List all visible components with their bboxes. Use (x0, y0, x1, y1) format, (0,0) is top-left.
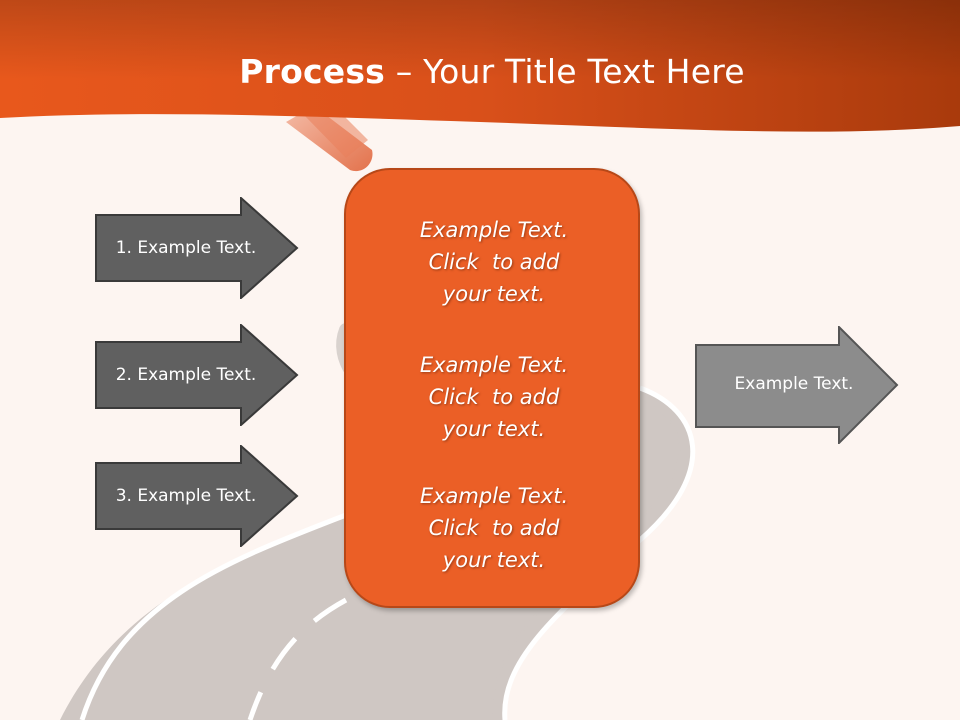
arrow-right-icon (695, 326, 899, 444)
input-arrow-label: 1. Example Text. (115, 238, 257, 258)
input-arrow-label: 2. Example Text. (115, 365, 257, 385)
header-banner (0, 0, 960, 132)
center-text-line: Example Text. (419, 353, 569, 377)
center-text-line: Example Text. (419, 484, 569, 508)
process-center-box: Example Text. Click to add your text. Ex… (344, 168, 640, 608)
center-text-line: Example Text. (419, 218, 569, 242)
slide-title: Process – Your Title Text Here (0, 52, 960, 91)
input-arrow-2: 2. Example Text. (95, 324, 299, 426)
center-text-line: Click to add (428, 516, 560, 540)
center-text-block-2: Example Text. Click to add your text. (346, 349, 642, 445)
center-text-block-3: Example Text. Click to add your text. (346, 480, 642, 576)
center-text-line: your text. (442, 548, 546, 572)
center-text-line: your text. (442, 417, 546, 441)
arrow-right-icon (95, 324, 299, 426)
arrow-right-icon (95, 197, 299, 299)
slide-title-bold: Process (239, 52, 386, 91)
center-text-line: Click to add (428, 385, 560, 409)
center-text-line: Click to add (428, 250, 560, 274)
output-arrow-label: Example Text. (734, 374, 854, 394)
slide-title-rest: – Your Title Text Here (385, 52, 745, 91)
input-arrow-label: 3. Example Text. (115, 486, 257, 506)
arrow-right-icon (95, 445, 299, 547)
center-text-line: your text. (442, 282, 546, 306)
center-text-block-1: Example Text. Click to add your text. (346, 214, 642, 310)
input-arrow-3: 3. Example Text. (95, 445, 299, 547)
input-arrow-1: 1. Example Text. (95, 197, 299, 299)
output-arrow: Example Text. (695, 326, 899, 444)
